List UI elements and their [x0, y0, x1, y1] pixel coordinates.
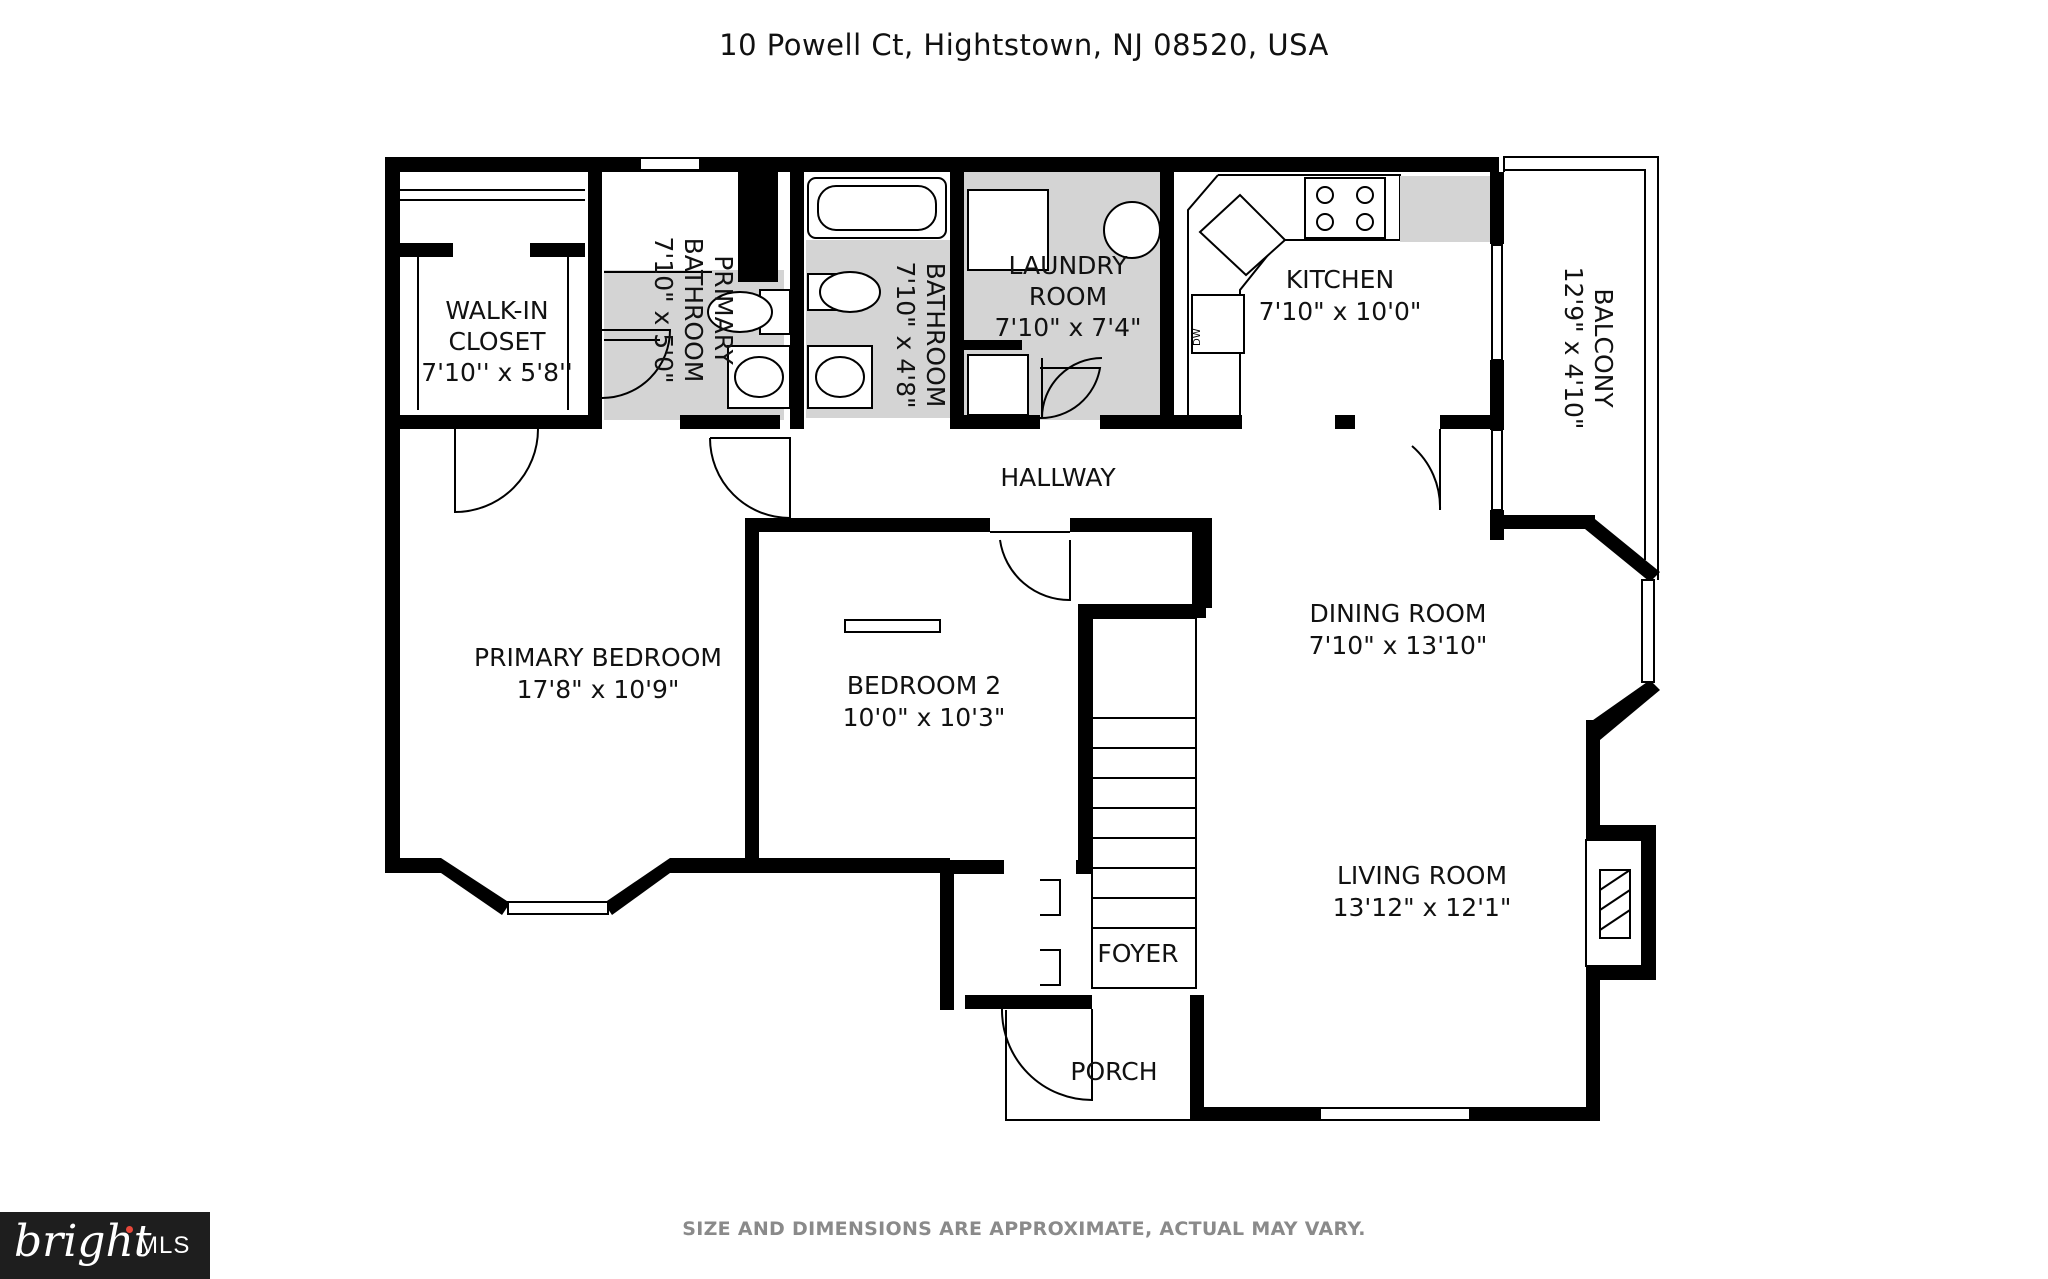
closet-shelves	[400, 189, 585, 410]
bay-window-dining	[1490, 515, 1660, 740]
hallway-label: HALLWAY	[1000, 463, 1116, 492]
primary-bathroom-label: PRIMARY BATHROOM 7'10" x 5'0"	[649, 237, 738, 384]
svg-text:BATHROOM: BATHROOM	[921, 263, 950, 408]
disclaimer: SIZE AND DIMENSIONS ARE APPROXIMATE, ACT…	[682, 1218, 1366, 1240]
dining-room-size: 7'10" x 13'10"	[1309, 631, 1488, 660]
svg-text:PRIMARY: PRIMARY	[709, 255, 738, 365]
svg-text:12'9" x 4'10": 12'9" x 4'10"	[1559, 267, 1588, 430]
svg-text:BATHROOM: BATHROOM	[679, 238, 708, 383]
laundry-room-label-2: ROOM	[1029, 282, 1107, 311]
living-room-size: 13'12" x 12'1"	[1333, 893, 1512, 922]
kitchen-size: 7'10" x 10'0"	[1259, 297, 1422, 326]
primary-bedroom-size: 17'8" x 10'9"	[517, 675, 680, 704]
bedroom-2-label: BEDROOM 2	[847, 671, 1001, 700]
bathroom-fixtures	[604, 177, 947, 409]
bay-window-bedroom	[441, 858, 670, 915]
primary-bedroom-label: PRIMARY BEDROOM	[474, 643, 722, 672]
dishwasher-label: DW	[1192, 328, 1203, 346]
svg-text:7'10" x 4'8": 7'10" x 4'8"	[891, 262, 920, 409]
balcony-label: BALCONY 12'9" x 4'10"	[1559, 267, 1618, 430]
laundry-room-size: 7'10" x 7'4"	[995, 313, 1142, 342]
doors	[454, 329, 1442, 1102]
svg-text:BALCONY: BALCONY	[1589, 288, 1618, 408]
windows	[639, 157, 1503, 1121]
dining-room-label: DINING ROOM	[1309, 599, 1486, 628]
porch-label: PORCH	[1070, 1057, 1157, 1086]
logo-suffix: MLS	[138, 1232, 191, 1259]
stairs	[1091, 617, 1197, 989]
svg-text:7'10" x 5'0": 7'10" x 5'0"	[649, 237, 678, 384]
walk-in-closet-label-1: WALK-IN	[445, 296, 548, 325]
walk-in-closet-label-2: CLOSET	[448, 327, 546, 356]
laundry-fixtures	[967, 189, 1161, 420]
bright-mls-logo: bright MLS	[0, 1212, 210, 1279]
logo-accent-dot	[126, 1226, 133, 1233]
laundry-room-label-1: LAUNDRY	[1009, 251, 1129, 280]
property-address: 10 Powell Ct, Hightstown, NJ 08520, USA	[719, 28, 1329, 62]
kitchen-fixtures	[1187, 174, 1490, 420]
bathroom-label: BATHROOM 7'10" x 4'8"	[891, 262, 950, 409]
balcony-rail	[1504, 169, 1646, 560]
kitchen-label: KITCHEN	[1286, 265, 1394, 294]
fireplace	[1585, 839, 1643, 967]
walk-in-closet-size: 7'10'' x 5'8''	[421, 358, 572, 387]
foyer-label: FOYER	[1097, 939, 1178, 968]
living-room-label: LIVING ROOM	[1337, 861, 1507, 890]
logo-brand: bright	[14, 1216, 152, 1267]
porch-outline	[1005, 1010, 1190, 1121]
bedroom-2-size: 10'0" x 10'3"	[843, 703, 1006, 732]
balcony-outline	[1503, 156, 1659, 580]
